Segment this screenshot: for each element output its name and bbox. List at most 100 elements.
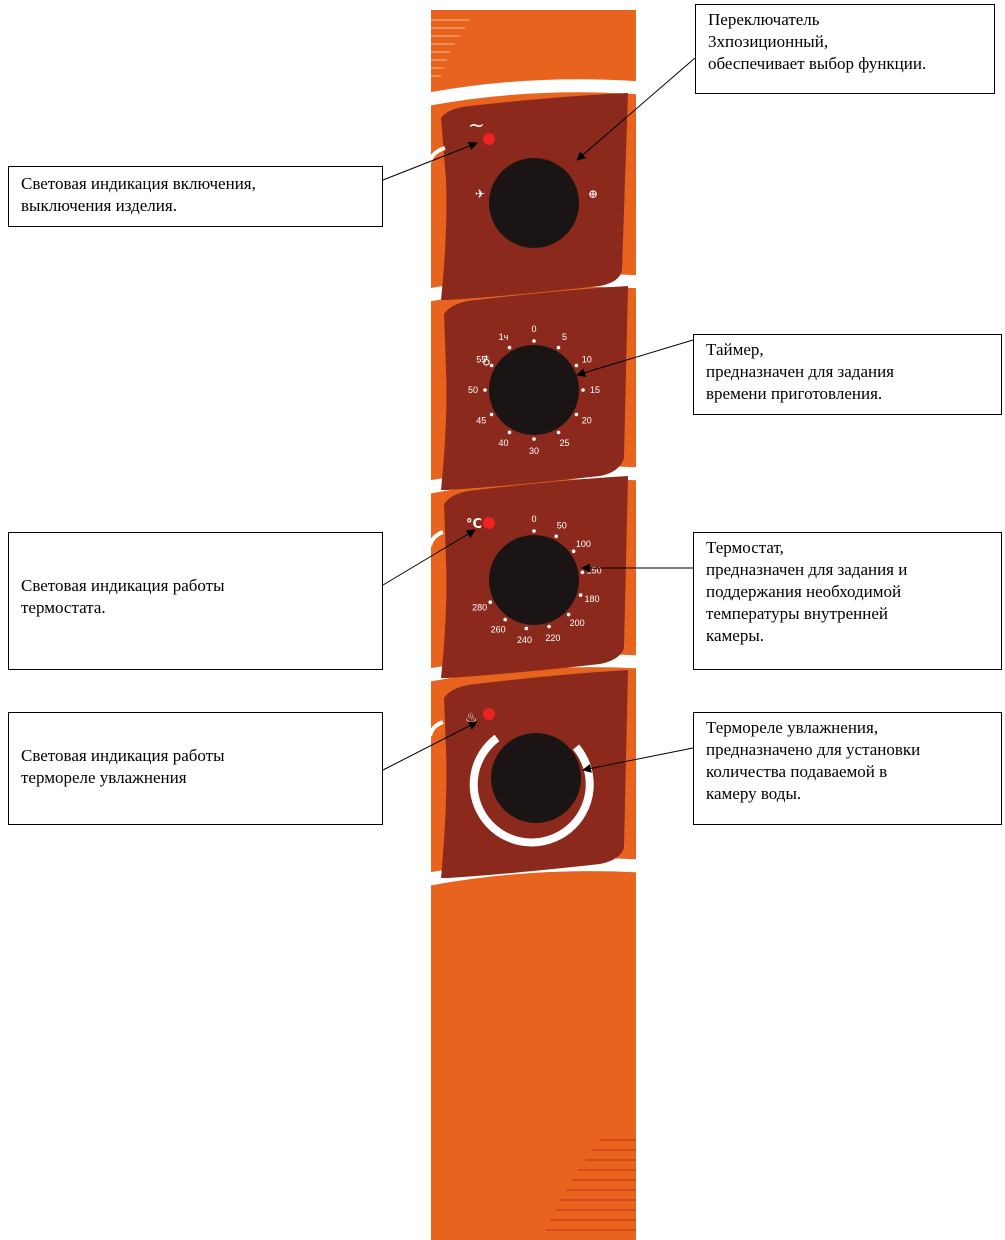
leader-humidity-relay xyxy=(582,747,694,773)
fan-icon: ✈ xyxy=(475,187,485,201)
callout-humidity-relay: Термореле увлажнения, предназначено для … xyxy=(693,712,1002,825)
scale-label: 280 xyxy=(472,603,487,613)
callout-line: Световая индикация включения, xyxy=(21,174,256,193)
callout-line: Термореле увлажнения, xyxy=(706,718,879,737)
scale-tick xyxy=(507,430,512,435)
scale-label: 1ч xyxy=(499,332,509,342)
scale-label: 150 xyxy=(587,566,602,576)
scale-label: 0 xyxy=(531,324,536,334)
callout-switch: Переключатель 3хпозиционный, обеспечивае… xyxy=(695,4,995,94)
power-indicator-led xyxy=(483,133,495,145)
scale-label: 10 xyxy=(582,355,592,365)
callout-line: времени приготовления. xyxy=(706,384,883,403)
callout-timer: Таймер, предназначен для задания времени… xyxy=(693,334,1002,415)
thermostat-scale: 0 50 100 150 180 200 220 240 260 280 xyxy=(472,514,602,645)
leader-lines xyxy=(382,57,696,773)
scale-label: 40 xyxy=(498,438,508,448)
scale-label: 55 xyxy=(476,355,486,365)
callout-humidity-indicator: Световая индикация работы термореле увла… xyxy=(8,712,383,825)
power-tilde-icon: ~ xyxy=(468,113,485,137)
scale-label: 240 xyxy=(517,635,532,645)
callout-line: 3хпозиционный, xyxy=(708,32,829,51)
scale-label: 20 xyxy=(582,416,592,426)
callout-thermostat: Термостат, предназначен для задания и по… xyxy=(693,532,1002,670)
timer-knob[interactable] xyxy=(489,345,579,435)
humidity-indicator-led xyxy=(483,708,495,720)
scale-label: 100 xyxy=(576,539,591,549)
scale-tick xyxy=(547,624,551,629)
leader-humidity-indicator xyxy=(382,721,478,771)
scale-tick xyxy=(532,339,536,343)
leader-switch xyxy=(576,57,696,161)
scale-tick xyxy=(578,593,583,597)
scale-tick xyxy=(574,363,579,368)
callout-line: Таймер, xyxy=(706,340,764,359)
scale-tick xyxy=(532,437,536,441)
humidity-scale-arc xyxy=(469,734,594,847)
scale-tick xyxy=(532,529,536,533)
callout-line: поддержания необходимой xyxy=(706,582,902,601)
scale-label: 0 xyxy=(531,514,536,524)
callout-line: Световая индикация работы xyxy=(21,746,225,765)
water-drop-icon: ♨ xyxy=(465,711,478,726)
leader-thermostat-indicator xyxy=(382,529,476,586)
scale-tick xyxy=(489,363,494,368)
scale-tick xyxy=(507,345,512,350)
scale-tick xyxy=(488,600,493,604)
callout-line: Переключатель xyxy=(708,10,820,29)
timer-manual-icon: ♁ xyxy=(482,353,491,367)
leader-power-indicator xyxy=(382,141,478,181)
scale-label: 45 xyxy=(476,416,486,426)
scale-label: 200 xyxy=(570,618,585,628)
callout-line: температуры внутренней xyxy=(706,604,889,623)
leader-timer xyxy=(576,339,694,377)
scale-tick xyxy=(489,412,494,417)
stripe-decor-top xyxy=(431,19,470,77)
scale-tick xyxy=(566,612,571,617)
thermostat-indicator-led xyxy=(483,517,495,529)
scale-tick xyxy=(581,388,585,392)
scale-tick xyxy=(571,549,576,553)
callout-power-indicator: Световая индикация включения, выключения… xyxy=(8,166,383,227)
panel-humidity: ♨ xyxy=(428,670,628,878)
humidity-relay-knob[interactable] xyxy=(491,733,581,823)
scale-label: 5 xyxy=(562,332,567,342)
callout-line: обеспечивает выбор функции. xyxy=(708,54,927,73)
callout-line: количества подаваемой в xyxy=(706,762,888,781)
scale-label: 50 xyxy=(468,385,478,395)
panel-switch: ~ 0 ✈ ⊕ xyxy=(428,93,628,300)
callout-line: предназначен для задания xyxy=(706,362,895,381)
scale-tick xyxy=(554,534,558,539)
callout-line: камеры. xyxy=(706,626,765,645)
callout-line: предназначен для задания и xyxy=(706,560,908,579)
mode-switch-knob[interactable] xyxy=(489,158,579,248)
thermostat-knob[interactable] xyxy=(489,535,579,625)
scale-tick xyxy=(483,388,487,392)
scale-label: 30 xyxy=(529,446,539,456)
callout-line: Световая индикация работы xyxy=(21,576,225,595)
scale-label: 260 xyxy=(491,624,506,634)
scale-label: 25 xyxy=(559,438,569,448)
scale-label: 220 xyxy=(545,633,560,643)
timer-scale: 0 5 10 15 20 25 30 40 45 50 55 1ч xyxy=(468,324,600,456)
scale-tick xyxy=(574,412,579,417)
callout-line: выключения изделия. xyxy=(21,196,177,215)
scale-label: 50 xyxy=(557,521,567,531)
callout-line: предназначено для установки xyxy=(706,740,921,759)
callout-line: термореле увлажнения xyxy=(21,768,187,787)
stripe-decor-bottom xyxy=(546,1139,636,1231)
callout-line: Термостат, xyxy=(706,538,784,557)
white-wave xyxy=(431,79,636,106)
scale-tick xyxy=(556,430,561,435)
callout-line: камеру воды. xyxy=(706,784,802,803)
callout-line: термостата. xyxy=(21,598,106,617)
scale-tick xyxy=(503,617,508,622)
scale-tick xyxy=(580,570,585,575)
scale-label: 180 xyxy=(584,594,599,604)
panel-timer: ♁ 0 5 10 15 20 25 30 40 45 50 55 1ч xyxy=(441,286,628,490)
heating-mode-icon: ⊕ xyxy=(588,187,598,201)
scale-label: 15 xyxy=(590,385,600,395)
scale-tick xyxy=(556,345,561,350)
